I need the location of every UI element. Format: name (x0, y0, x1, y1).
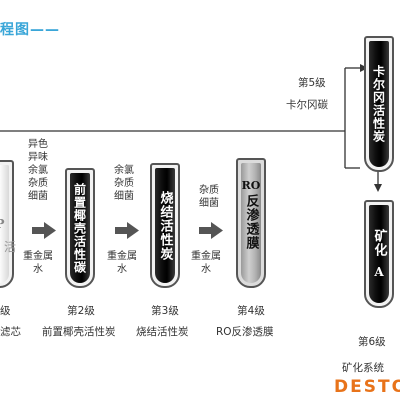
stage-6-tube: 矿化 A (364, 200, 394, 308)
stage-3-tube: 烧结活性炭 (150, 163, 180, 288)
stage-2-level: 第2级 (67, 305, 95, 317)
heavy-metal-note-1: 重金属 水 (23, 251, 53, 275)
stage-6-level: 第6级 (358, 336, 386, 348)
stage-5-name: 卡尔冈碳 (286, 99, 328, 111)
stage-5-tube-text: 卡尔冈活性炭 (371, 65, 386, 143)
stage-1-tube-fragment-bottom: 活 (4, 240, 17, 254)
heavy-metal-note-3: 重金属 水 (191, 251, 221, 275)
stage-6-name: 矿化系统 (342, 362, 384, 374)
arrowhead-s6 (374, 184, 382, 192)
stage-4-name: RO反渗透膜 (216, 326, 274, 338)
stage-3-name: 烧结活性炭 (136, 326, 189, 338)
stage-2-name: 前置椰壳活性炭 (42, 326, 116, 338)
diagram-title: 程图—— (0, 22, 60, 38)
removes-note-3: 杂质 细菌 (199, 185, 219, 209)
stage-2-tube: 前置椰壳活性碳 (65, 168, 95, 288)
stage-1-filter-tube: P (0, 160, 14, 288)
flow-arrow-2 (115, 222, 139, 239)
stage-4-tube-text: 反渗透膜 (243, 194, 259, 250)
stage-1-level: 级 (0, 305, 11, 317)
heavy-metal-note-2: 重金属 水 (107, 251, 137, 275)
flow-arrow-1 (32, 222, 56, 239)
stage-2-tube-text: 前置椰壳活性碳 (72, 182, 87, 274)
brand-logo: DESTO (334, 377, 400, 397)
stage-1-tube-fragment-top: P (0, 216, 7, 232)
removes-note-1: 异色 异味 余氯 杂质 细菌 (28, 139, 48, 202)
stage-4-level: 第4级 (237, 305, 265, 317)
flow-arrow-3 (199, 222, 223, 239)
stage-6-tube-text-latin: A (374, 265, 384, 279)
removes-note-2: 余氯 杂质 细菌 (114, 165, 134, 202)
stage-5-tube: 卡尔冈活性炭 (364, 36, 394, 172)
stage-4-ro-tube: RO 反渗透膜 (236, 158, 266, 288)
stage-3-tube-text: 烧结活性炭 (157, 190, 173, 261)
stage-4-tube-text-latin: RO (241, 179, 261, 192)
stage-5-level: 第5级 (298, 77, 326, 89)
stage-1-name: 滤芯 (0, 326, 21, 338)
stage-6-tube-text-cn: 矿化 (371, 229, 387, 257)
stage-3-level: 第3级 (151, 305, 179, 317)
